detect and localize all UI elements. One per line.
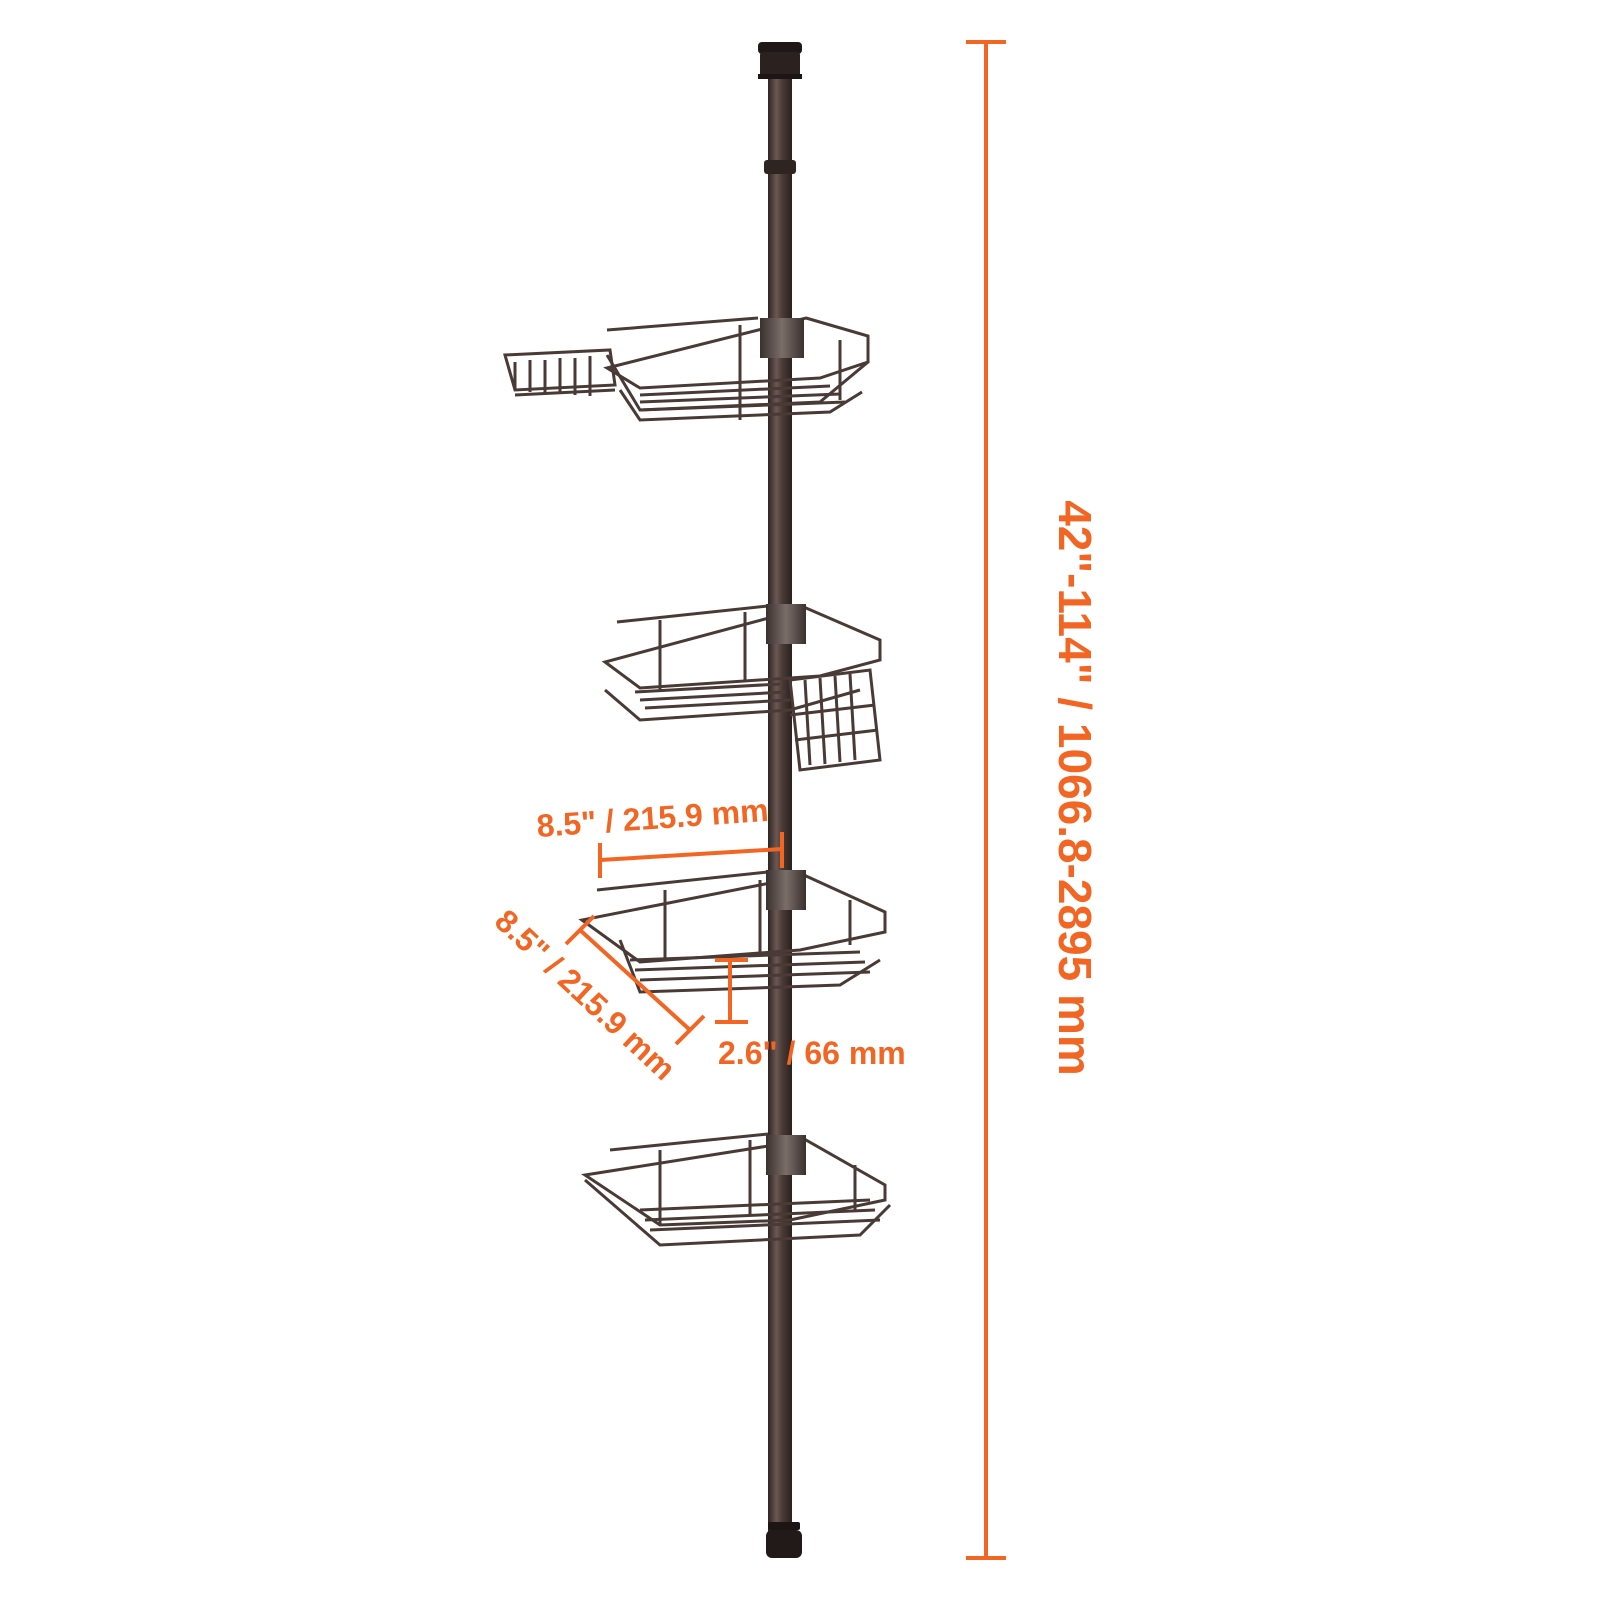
basket-height-dimension: [715, 958, 748, 1024]
overall-height-label: 42"-114" / 1066.8-2895 mm: [1049, 500, 1101, 1076]
tier-1-basket-with-soap-dish: [503, 316, 870, 422]
tier-3-basket: [578, 870, 887, 994]
basket-width-dimension: [598, 832, 784, 878]
tier-1-clamp: [760, 318, 804, 358]
bottom-foot-cap: [766, 1522, 802, 1558]
tier-3-clamp: [766, 870, 806, 910]
basket-height-label: 2.6" / 66 mm: [718, 1035, 906, 1071]
tier-4-basket: [580, 1132, 892, 1247]
basket-depth-dimension: [564, 914, 706, 1046]
tier-4-clamp: [766, 1135, 806, 1175]
tier-2-basket-with-side-caddy: [601, 604, 882, 772]
telescoping-pole: [758, 42, 802, 1558]
tier-2-clamp: [766, 604, 806, 644]
top-tension-cap: [758, 42, 802, 79]
overall-height-dimension: [966, 40, 1006, 1560]
